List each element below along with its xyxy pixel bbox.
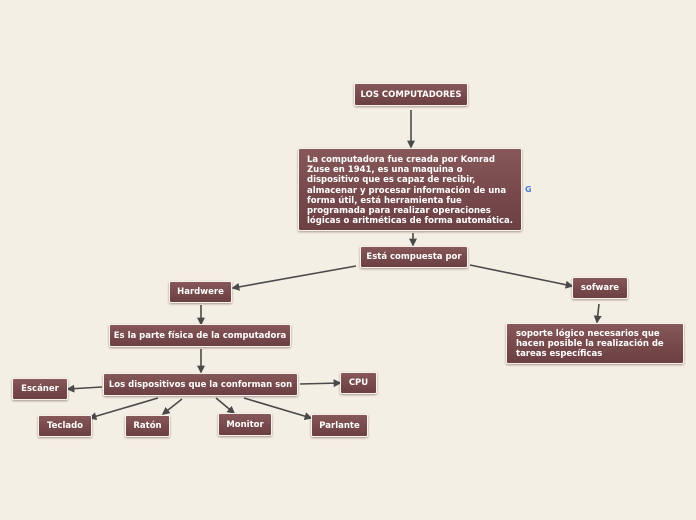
google-g-icon: G: [525, 185, 532, 194]
node-software[interactable]: sofware: [572, 277, 628, 299]
node-dispositivos[interactable]: Los dispositivos que la conforman son: [103, 373, 298, 396]
link-dispositivos-cpu: [299, 379, 342, 388]
node-parlante[interactable]: Parlante: [311, 414, 368, 437]
node-raton[interactable]: Ratón: [125, 415, 170, 437]
link-compuesta-software: [469, 264, 574, 289]
node-definition[interactable]: La computadora fue creada por Konrad Zus…: [298, 148, 522, 231]
node-escaner[interactable]: Escáner: [12, 378, 68, 400]
link-dispositivos-teclado: [88, 397, 159, 421]
node-compuesta[interactable]: Está compuesta por: [360, 246, 468, 268]
link-dispositivos-monitor: [215, 397, 236, 415]
link-software-desc: [593, 303, 602, 324]
node-hardware[interactable]: Hardwere: [169, 281, 232, 303]
link-compuesta-hardware: [231, 265, 357, 291]
link-dispositivos-parlante: [243, 397, 313, 421]
link-dispositivos-raton: [161, 398, 183, 415]
node-root[interactable]: LOS COMPUTADORES: [354, 83, 468, 106]
link-dispositivos-escaner: [66, 384, 103, 393]
node-fisica[interactable]: Es la parte física de la computadora: [109, 324, 291, 347]
node-teclado[interactable]: Teclado: [38, 415, 92, 437]
node-monitor[interactable]: Monitor: [218, 413, 272, 436]
node-software-desc[interactable]: soporte lógico necesarios que hacen posi…: [506, 323, 684, 364]
node-cpu[interactable]: CPU: [340, 372, 377, 394]
